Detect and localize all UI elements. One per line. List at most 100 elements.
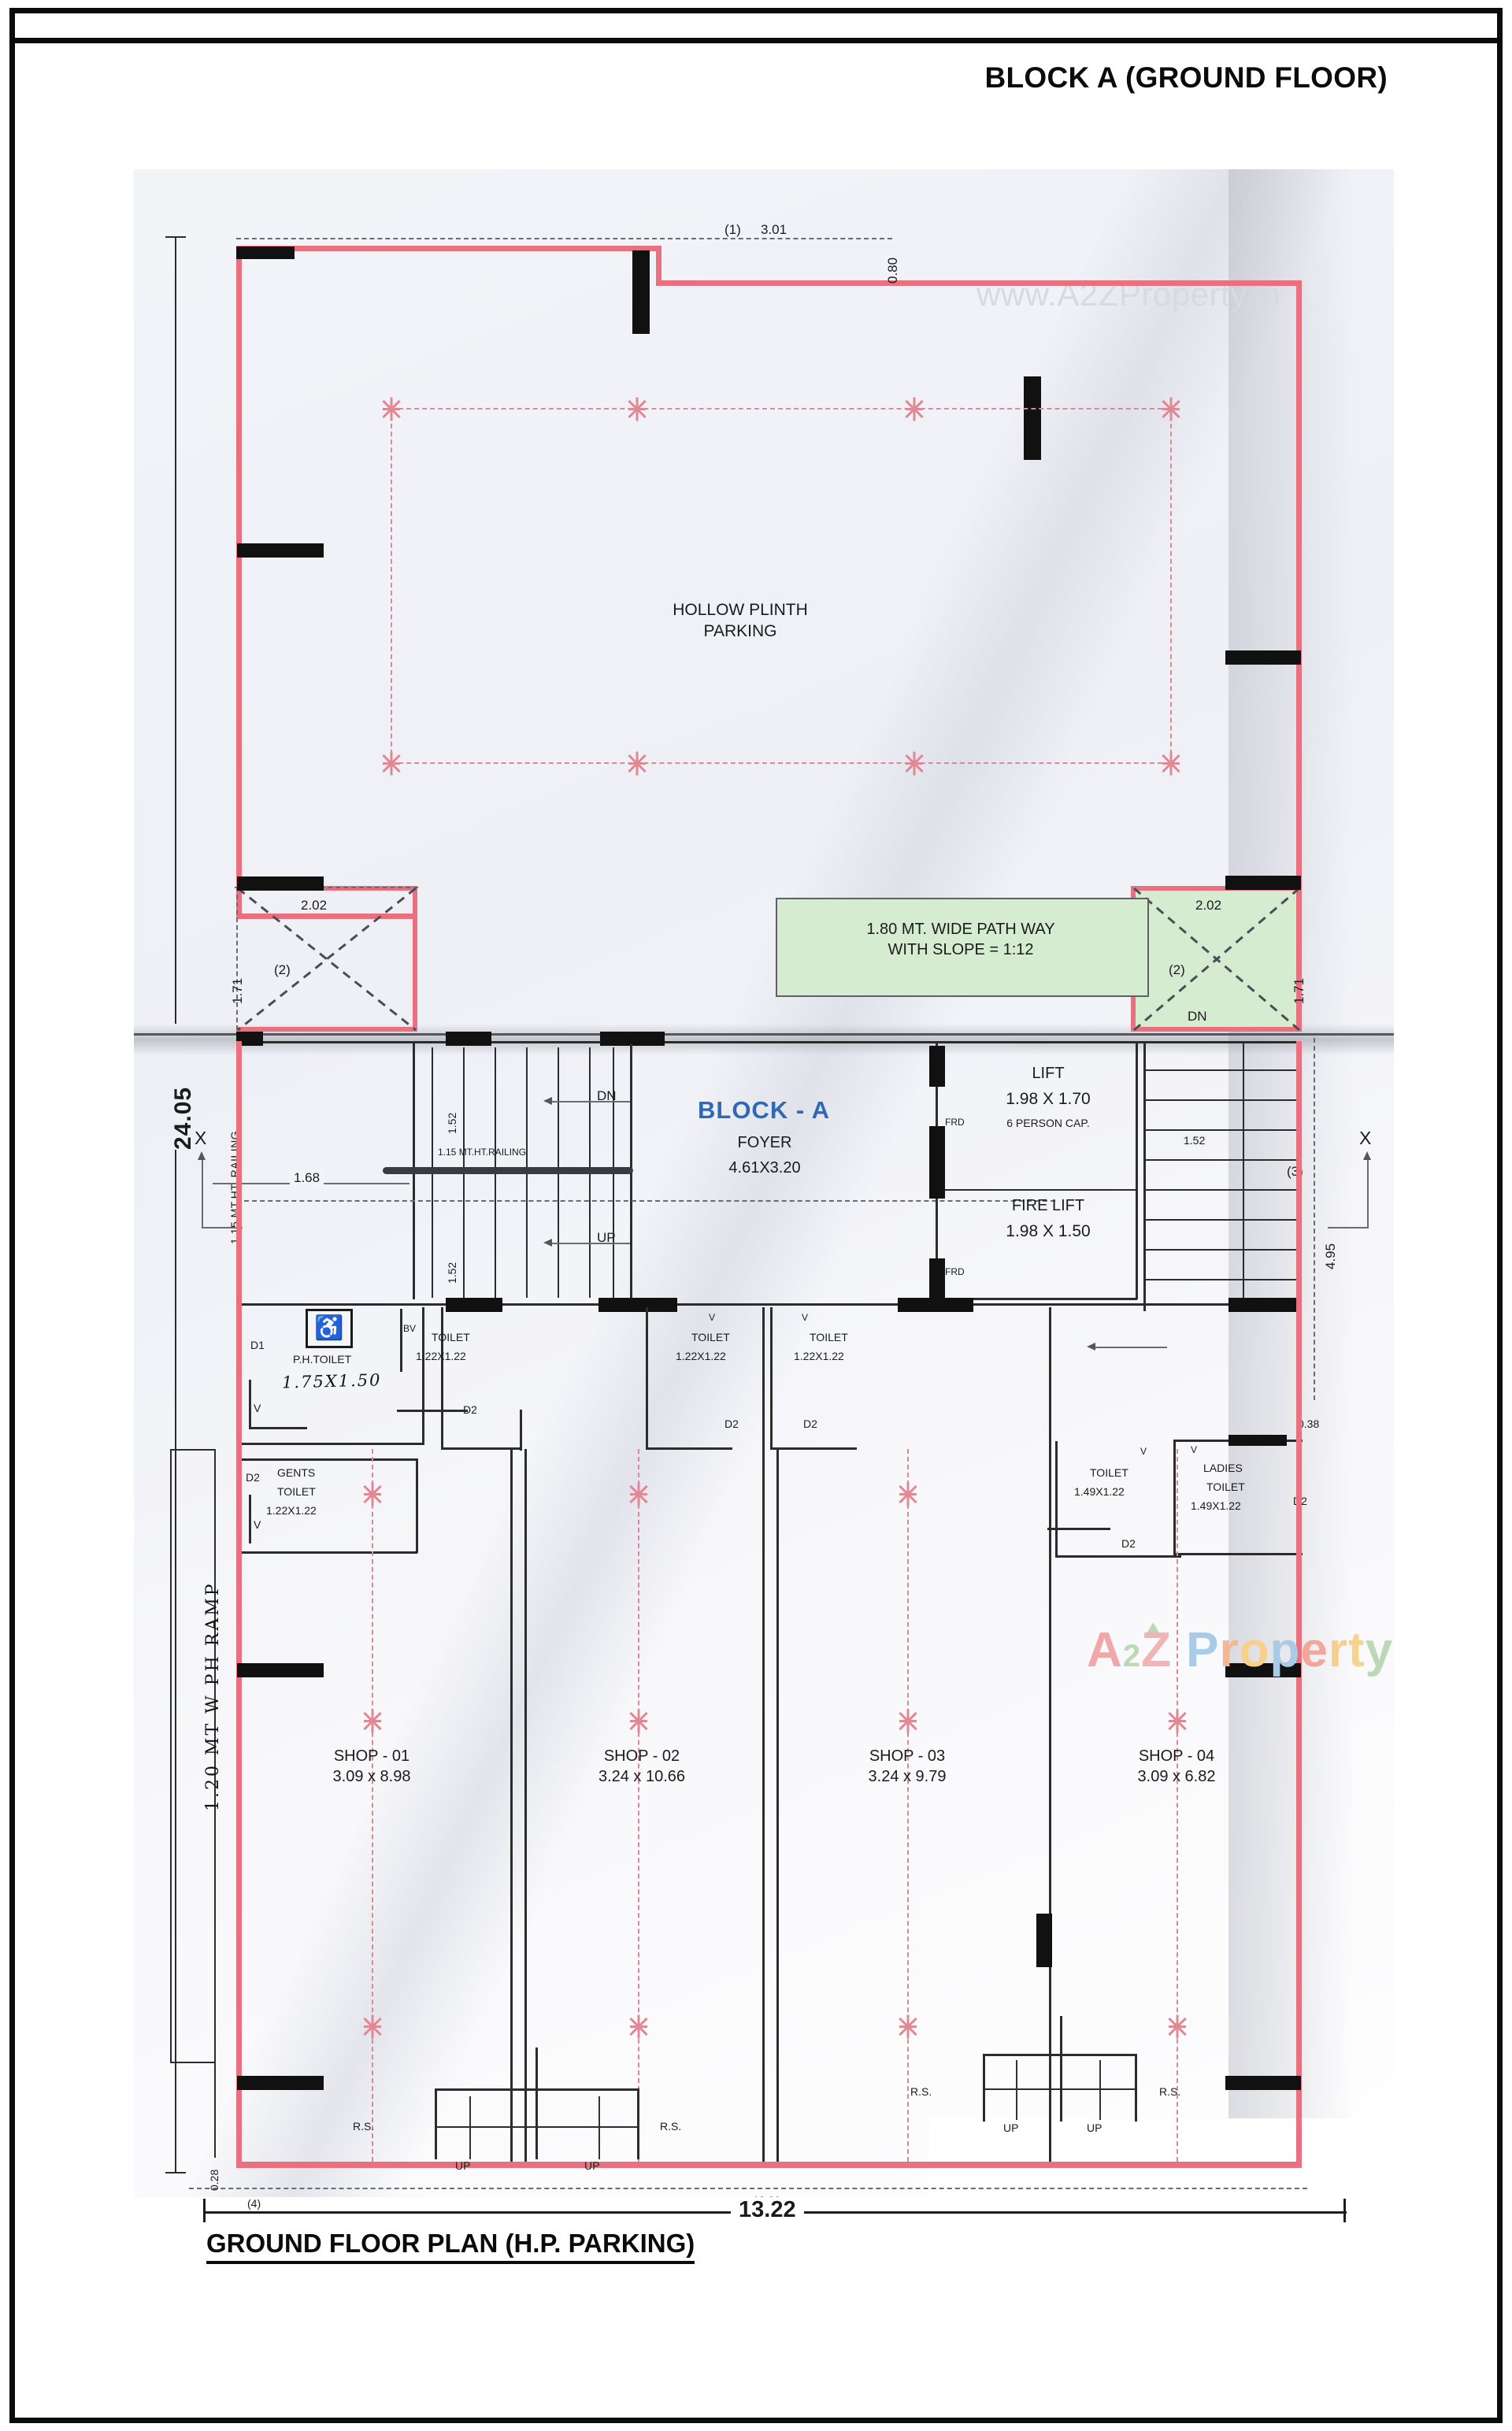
ramp-top [170, 1449, 216, 1451]
notch-left-cross [237, 887, 417, 1032]
ph-door-swing-v [249, 1380, 251, 1429]
left-dim-line-2 [175, 1150, 176, 2173]
vent-label-gents: V [254, 1518, 261, 1531]
lift-size: 1.98 X 1.70 [1006, 1090, 1091, 1108]
toilet5-size: 1.22X1.22 [794, 1350, 844, 1362]
boundary-bottom-upper-l [236, 913, 417, 919]
shop-label-3: SHOP - 03 3.24 x 9.79 [813, 1747, 1002, 1787]
column-marker [1158, 750, 1184, 776]
section-arrow-foot-left [202, 1227, 243, 1228]
wall-seg-left-2 [237, 876, 324, 891]
section-arrow-shaft-right [1367, 1159, 1369, 1228]
up-label-1: UP [455, 2159, 471, 2172]
sheet-white-corner [929, 2118, 1402, 2299]
page-border [9, 8, 1503, 2423]
notch-right-top [1131, 886, 1302, 891]
column-marker [1158, 395, 1184, 422]
parking-label-line1: HOLLOW PLINTH [673, 601, 808, 619]
header-rule [9, 38, 1503, 43]
wm-e: e [1300, 1623, 1329, 1677]
gents-door: D2 [246, 1471, 260, 1484]
lift-divider [936, 1189, 1137, 1191]
block-label: BLOCK - A [698, 1096, 830, 1124]
wm-r: r [1219, 1623, 1240, 1677]
stair-dn-label: DN [597, 1088, 617, 1103]
shop3-centerline [907, 1449, 909, 2162]
vent-label-bv: BV [403, 1323, 417, 1334]
toilet6-label: TOILET [1090, 1466, 1128, 1479]
column-marker [378, 395, 405, 422]
section-arrow-shaft-left [202, 1159, 203, 1228]
shop-wall-2 [762, 1307, 765, 2162]
ramp-outer-line [170, 1449, 172, 2063]
lift-label: LIFT [1032, 1065, 1065, 1082]
column-marker [624, 750, 650, 776]
watermark-roof-icon: ⛰ [1146, 1618, 1161, 1638]
ramp-handwritten-label: 1.20 MT W PH RAMP [203, 1581, 223, 1811]
column-marker [359, 1480, 386, 1507]
wm-a: A [1087, 1623, 1123, 1677]
column-marker [895, 1707, 921, 1734]
lift-bottom-wall [936, 1298, 1137, 1300]
right-stair-tread [1146, 1129, 1299, 1131]
toilet-wall-nub-1 [446, 1298, 502, 1312]
right-stair-tread [1146, 1219, 1299, 1221]
vent-label-t7: V [1191, 1444, 1198, 1455]
wall-seg-top-3 [1024, 376, 1041, 460]
stair-up-arrow-head [543, 1239, 552, 1247]
ladies-label-2: TOILET [1206, 1480, 1245, 1493]
ph-toilet-right [422, 1307, 424, 1445]
shop-2-size: 3.24 x 10.66 [598, 1767, 686, 1785]
frd-label-2: FRD [945, 1266, 965, 1277]
toilet4-size: 1.22X1.22 [676, 1350, 726, 1362]
column-marker [625, 1707, 652, 1734]
wall-seg-top-2 [632, 250, 650, 334]
boundary-bottom [236, 2162, 1302, 2168]
core-band-top-line [134, 1033, 1394, 1036]
pathway-zone [776, 898, 1149, 997]
right-stair-tread [1146, 1159, 1299, 1161]
watermark-logo: A2Z Property [1087, 1622, 1393, 1678]
dim-168-value: 1.68 [290, 1170, 324, 1186]
wm-rr: r [1328, 1623, 1349, 1677]
ph-door-swing-h [249, 1427, 307, 1429]
wheelchair-icon: ♿ [306, 1309, 353, 1348]
toilet6-door: D2 [1121, 1537, 1136, 1550]
notch-right-dn-label: DN [1188, 1009, 1207, 1024]
stair-dn-arrow-shaft [551, 1101, 630, 1102]
shop2-centerline [638, 1449, 639, 2162]
step-up-arrow-1 [469, 2096, 471, 2159]
rs-label-1: R.S. [353, 2120, 375, 2133]
ladies-size: 1.49X1.22 [1191, 1499, 1241, 1512]
toilet7-left [1173, 1440, 1176, 1556]
shop-3-name: SHOP - 03 [869, 1747, 946, 1765]
step-right-box-l [983, 2054, 985, 2122]
dim-038: 0.38 [1298, 1417, 1320, 1430]
right-stair-mid-line [1243, 1043, 1244, 1311]
shop-label-1: SHOP - 01 3.09 x 8.98 [277, 1747, 466, 1787]
toilet7-bottom [1173, 1553, 1303, 1555]
core-wall-nub-1 [236, 1032, 263, 1046]
step-up-arrow-2 [598, 2096, 600, 2159]
toilet7-wall-nub [1228, 1435, 1287, 1446]
column-marker [378, 750, 405, 776]
boundary-right-upper [1296, 280, 1302, 918]
right-stair-tread [1146, 1249, 1299, 1251]
ramp-inner-line [214, 1449, 216, 2158]
toilet3-label: TOILET [432, 1331, 470, 1343]
parking-label-line2: PARKING [703, 621, 777, 640]
top-dim-line [236, 238, 892, 239]
step-right-box-r [1135, 2054, 1137, 2122]
bottom-dim-dash [189, 2188, 1307, 2189]
parking-grid-right [1170, 408, 1172, 762]
section-marker-x-right: X [1359, 1128, 1372, 1148]
boundary-top-right [656, 280, 1302, 286]
column-marker [1164, 1707, 1191, 1734]
shop-wall-3 [1049, 1307, 1051, 2162]
left-dim-tick-top [165, 236, 186, 238]
toilet3-left [441, 1307, 443, 1449]
section-arrow-head-right [1363, 1151, 1371, 1160]
shop-column-mid [1036, 1914, 1052, 1967]
rs-label-2: R.S. [660, 2120, 682, 2133]
